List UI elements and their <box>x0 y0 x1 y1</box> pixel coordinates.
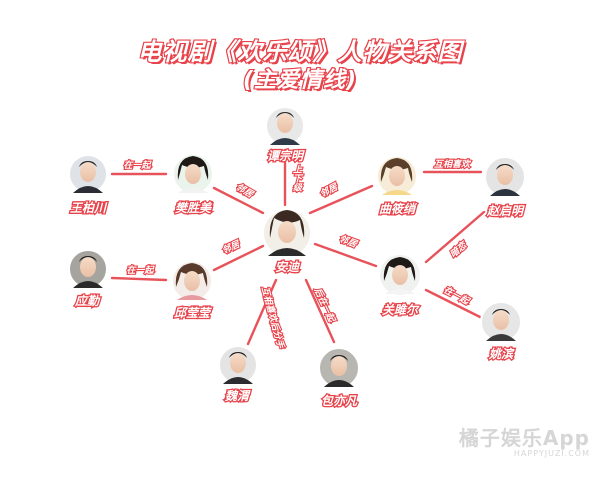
node-label-tan: 谭宗明 <box>267 149 305 163</box>
edges <box>110 148 486 346</box>
relation-label-ying-qiu: 在一起 <box>126 265 155 276</box>
node-label-bao: 包亦凡 <box>321 394 358 408</box>
node-label-andi: 安迪 <box>275 260 301 274</box>
edge-qu-andi <box>308 184 374 215</box>
relation-label-qiu-andi: 邻居 <box>220 239 242 257</box>
relation-label-wei-andi: 互相喜欢后分手 <box>259 285 286 350</box>
edge-ying-qiu <box>110 276 168 282</box>
relation-label-qu-andi: 邻居 <box>318 181 340 200</box>
node-yao: 姚滨 <box>480 301 522 362</box>
watermark-url: HAPPYJUZI.COM <box>513 449 590 458</box>
relation-label-fan-andi: 邻居 <box>234 182 256 201</box>
node-wang: 王柏川 <box>68 154 109 216</box>
node-label-qu: 曲筱绡 <box>379 202 418 216</box>
edge-bao-andi <box>304 278 336 344</box>
node-wei: 魏渭 <box>218 345 258 404</box>
node-tan: 谭宗明 <box>265 106 306 164</box>
edge-fan-andi <box>212 186 265 215</box>
node-label-wei: 魏渭 <box>224 389 251 403</box>
relation-label-qu-zhao: 互相喜欢 <box>434 159 472 170</box>
node-qiu: 邱莹莹 <box>171 260 213 321</box>
node-andi: 安迪 <box>262 208 312 275</box>
node-label-fan: 樊胜美 <box>175 201 213 215</box>
edge-qiu-andi <box>212 244 265 272</box>
node-label-zhao: 赵启明 <box>486 204 525 218</box>
node-label-wang: 王柏川 <box>70 201 108 215</box>
relation-label-tan-andi: 上下级 <box>291 164 302 192</box>
node-ying: 应勤 <box>68 249 108 309</box>
diagram-title: 电视剧《欢乐颂》人物关系图 <box>137 37 463 67</box>
node-qu: 曲筱绡 <box>376 155 419 217</box>
node-label-guan: 关雎尔 <box>382 303 420 317</box>
node-zhao: 赵启明 <box>484 156 526 219</box>
watermark-brand: 橘子娱乐App <box>458 426 590 450</box>
node-label-qiu: 邱莹莹 <box>174 306 212 320</box>
edge-guan-andi <box>313 242 378 268</box>
edge-wei-andi <box>246 278 278 346</box>
relation-label-guan-andi: 邻居 <box>338 233 360 250</box>
watermark: 橘子娱乐App HAPPYJUZI.COM <box>459 422 590 458</box>
relation-label-guan-zhao: 暗恋 <box>448 239 470 260</box>
node-fan: 樊胜美 <box>172 153 214 216</box>
node-label-ying: 应勤 <box>74 294 101 308</box>
node-guan: 关雎尔 <box>378 253 422 318</box>
node-label-yao: 姚滨 <box>488 347 515 361</box>
relation-label-wang-fan: 在一起 <box>123 160 152 171</box>
node-bao: 包亦凡 <box>318 347 360 409</box>
diagram-subtitle: (主爱情线) <box>242 67 358 94</box>
edge-guan-zhao <box>424 210 486 264</box>
edge-guan-yao <box>424 288 484 320</box>
